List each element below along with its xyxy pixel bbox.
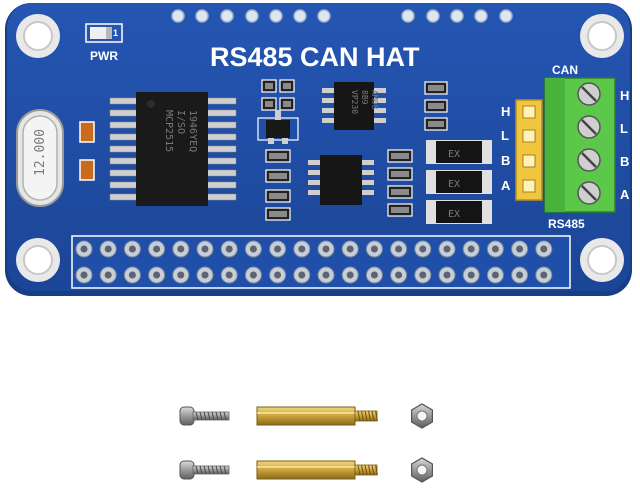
transceiver-marking-3: AM08 (370, 90, 379, 109)
screw (179, 406, 230, 426)
gpio-pin-hole (346, 271, 354, 279)
rs485-pin-header: H L B A (501, 99, 543, 201)
crystal-marking: 12.000 (33, 129, 48, 176)
terminal-label-a: A (620, 187, 630, 202)
gpio-pin-hole (177, 245, 185, 253)
gpio-pin-hole (395, 245, 403, 253)
brass-standoff (256, 460, 378, 480)
terminal-label-h: H (620, 88, 629, 103)
gpio-pin-hole (467, 271, 475, 279)
gpio-pin-hole (80, 245, 88, 253)
crystal-capacitors (79, 121, 95, 181)
gpio-pin-hole (540, 271, 548, 279)
gpio-pin-hole (540, 245, 548, 253)
transceiver-marking-2: 8B9 (360, 90, 369, 105)
gpio-pin-hole (104, 271, 112, 279)
crystal-oscillator: 12.000 (16, 109, 64, 207)
gpio-pin-hole (298, 271, 306, 279)
terminal-label-l: L (620, 121, 628, 136)
accessories (179, 403, 433, 483)
gpio-pin-hole (298, 245, 306, 253)
can-transceiver-chip: VP230 8B9 AM08 (322, 82, 386, 130)
accessory-row (179, 457, 433, 483)
accessory-row (179, 403, 433, 429)
gpio-pin-hole (516, 245, 524, 253)
gpio-pin-hole (419, 245, 427, 253)
gpio-pin-hole (443, 245, 451, 253)
rs485-transceiver-chip (308, 155, 374, 205)
gpio-pin-hole (153, 271, 161, 279)
gpio-pin-hole (201, 271, 209, 279)
passive-components (261, 79, 448, 221)
gpio-pin-hole (225, 245, 233, 253)
header-pin-label-a: A (501, 178, 511, 193)
gpio-pin-hole (225, 271, 233, 279)
gpio-pin-hole (201, 245, 209, 253)
gpio-pin-hole (370, 271, 378, 279)
header-pin-label-b: B (501, 153, 510, 168)
gpio-pin-hole (491, 245, 499, 253)
gpio-pin-hole (274, 271, 282, 279)
screw (179, 460, 230, 480)
board-title: RS485 CAN HAT (210, 42, 420, 72)
gpio-pin-hole (395, 271, 403, 279)
gpio-pin-hole (443, 271, 451, 279)
gpio-pin-hole (80, 271, 88, 279)
gpio-header (71, 235, 571, 289)
header-pin-label-h: H (501, 104, 510, 119)
gpio-pin-hole (419, 271, 427, 279)
gpio-pin-hole (153, 245, 161, 253)
controller-marking-1: MCP2515 (163, 110, 174, 152)
header-pin-label-l: L (501, 128, 509, 143)
transceiver-marking-1: VP230 (350, 90, 359, 114)
gpio-pin-hole (104, 245, 112, 253)
transistor (257, 110, 299, 144)
rs485-label: RS485 (548, 217, 585, 231)
power-label: PWR (90, 49, 118, 63)
gpio-pin-hole (249, 271, 257, 279)
gpio-pin-hole (249, 245, 257, 253)
gpio-pin-hole (346, 245, 354, 253)
gpio-pin-hole (516, 271, 524, 279)
brass-standoff (256, 406, 378, 426)
diode-marking-2: EX (448, 179, 460, 190)
power-led: 1 PWR (85, 23, 123, 63)
gpio-pin-hole (274, 245, 282, 253)
diode-marking-3: EX (448, 209, 460, 220)
hex-nut (411, 403, 433, 429)
gpio-pin-hole (128, 271, 136, 279)
mounting-holes (16, 14, 624, 282)
power-pin-label: 1 (113, 28, 118, 38)
gpio-pin-hole (322, 271, 330, 279)
gpio-pin-hole (467, 245, 475, 253)
screw-terminal-block: CAN RS485 H L B A (544, 63, 630, 231)
gpio-pin-hole (128, 245, 136, 253)
controller-marking-2: I/SO (175, 110, 186, 134)
terminal-label-b: B (620, 154, 629, 169)
can-label: CAN (552, 63, 578, 77)
gpio-pin-hole (491, 271, 499, 279)
tvs-diodes: EX EX EX (426, 140, 492, 224)
controller-marking-3: 1946YEQ (187, 110, 198, 152)
top-vias (171, 9, 513, 23)
gpio-pin-hole (177, 271, 185, 279)
hex-nut (411, 457, 433, 483)
gpio-pin-hole (370, 245, 378, 253)
can-controller-chip: MCP2515 I/SO 1946YEQ (109, 92, 237, 206)
gpio-pin-hole (322, 245, 330, 253)
diode-marking-1: EX (448, 149, 460, 160)
